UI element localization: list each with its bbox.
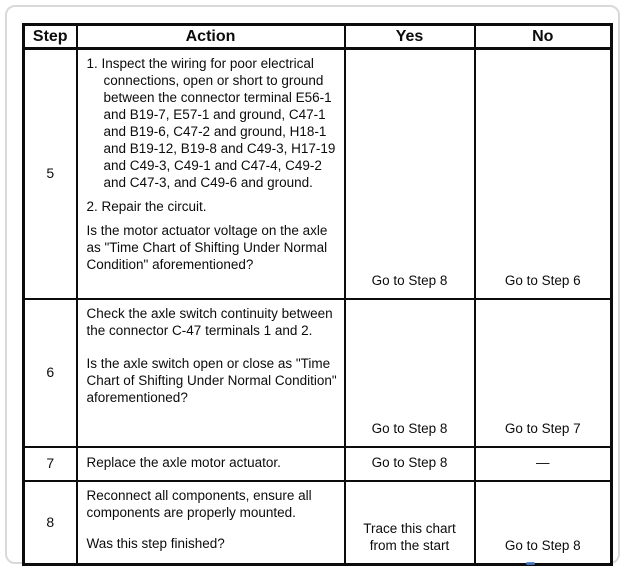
action-question: Was this step finished? — [86, 535, 225, 551]
yes-cell-step-6: Go to Step 8 — [343, 297, 476, 448]
step-number-8: 8 — [22, 479, 78, 565]
action-item-1: 1. Inspect the wiring for poor electrica… — [86, 56, 336, 190]
action-question: Is the motor actuator voltage on the axl… — [86, 223, 328, 272]
action-text: Check the axle switch continuity between… — [86, 305, 333, 338]
action-cell-step-8: Reconnect all components, ensure all com… — [75, 479, 346, 565]
table-row-step-6: 6 Check the axle switch continuity betwe… — [22, 297, 613, 448]
yes-cell-step-5: Go to Step 8 — [343, 47, 476, 300]
no-cell-step-7: — — [473, 445, 613, 482]
step-number-5: 5 — [22, 47, 78, 300]
action-cell-step-7: Replace the axle motor actuator. — [75, 445, 346, 482]
step-number-7: 7 — [22, 445, 78, 482]
table-row-step-5: 5 1. Inspect the wiring for poor electri… — [22, 47, 613, 300]
table-row-step-7: 7 Replace the axle motor actuator. Go to… — [22, 445, 613, 482]
header-step: Step — [22, 23, 78, 50]
yes-cell-step-8: Trace this chart from the start — [343, 479, 476, 565]
header-action: Action — [75, 23, 346, 50]
cutoff-blue-artifact — [526, 562, 535, 565]
header-yes: Yes — [343, 23, 476, 50]
action-question: Is the axle switch open or close as "Tim… — [86, 355, 337, 405]
step-number-6: 6 — [22, 297, 78, 448]
action-text: Replace the axle motor actuator. — [86, 454, 281, 470]
no-cell-step-6: Go to Step 7 — [473, 297, 613, 448]
table-row-step-8: 8 Reconnect all components, ensure all c… — [22, 479, 613, 565]
troubleshooting-table: Step Action Yes No 5 1. Inspect the wiri… — [22, 23, 613, 566]
table-header-row: Step Action Yes No — [22, 23, 613, 50]
action-item-2: 2. Repair the circuit. — [86, 199, 207, 214]
action-cell-step-6: Check the axle switch continuity between… — [75, 297, 346, 448]
action-cell-step-5: 1. Inspect the wiring for poor electrica… — [75, 47, 346, 300]
action-text: Reconnect all components, ensure all com… — [86, 487, 312, 520]
header-no: No — [473, 23, 613, 50]
yes-cell-step-7: Go to Step 8 — [343, 445, 476, 482]
no-cell-step-5: Go to Step 6 — [473, 47, 613, 300]
no-cell-step-8: Go to Step 8 — [473, 479, 613, 565]
